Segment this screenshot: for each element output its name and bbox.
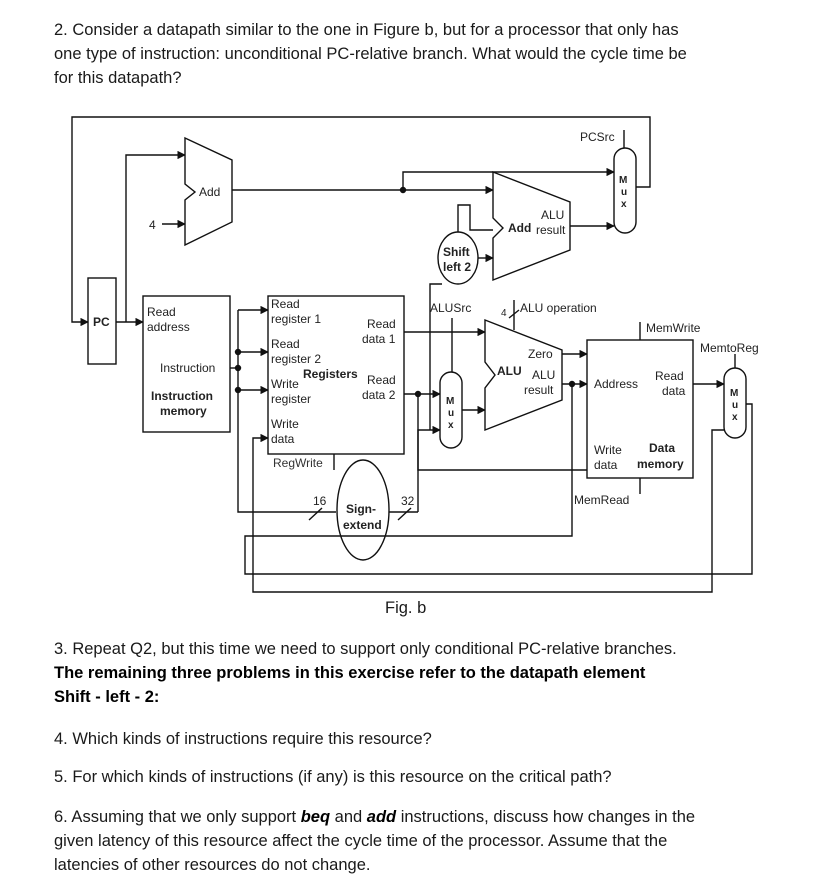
label-alu-op-4: 4 — [501, 308, 507, 319]
question-3-line: The remaining three problems in this exe… — [54, 664, 646, 682]
pc-mux — [613, 147, 637, 234]
label-thirtytwo: 32 — [401, 494, 415, 508]
question-6-text: instructions, discuss how changes in the — [396, 808, 696, 826]
label-zero: Zero — [528, 347, 553, 361]
label-read-address: Read — [147, 305, 176, 319]
label-read-register-2: register 2 — [271, 352, 321, 366]
question-6-beq: beq — [300, 808, 331, 826]
label-registers: Registers — [303, 367, 358, 381]
question-3: 3. Repeat Q2, but this time we need to s… — [54, 637, 677, 709]
label-memtoreg: MemtoReg — [700, 341, 759, 355]
label-alu: ALU — [497, 364, 522, 378]
label-read-data-mem: data — [662, 384, 686, 398]
label-four: 4 — [149, 218, 156, 232]
sign-extend — [336, 459, 390, 561]
instruction-memory — [142, 295, 231, 433]
label-write-data-mem: data — [594, 458, 618, 472]
label-alu-result: result — [524, 383, 554, 397]
label-alu-result: ALU — [532, 368, 555, 382]
memtoreg-mux-letter: x — [732, 412, 738, 423]
pc-feedback-wire — [71, 116, 651, 327]
question-2-line: for this datapath? — [54, 69, 182, 87]
figure-caption: Fig. b — [385, 599, 427, 617]
label-write-data: data — [271, 432, 295, 446]
label-read-data-mem: Read — [655, 369, 684, 383]
label-pc: PC — [93, 315, 110, 329]
question-3-line: 3. Repeat Q2, but this time we need to s… — [54, 640, 677, 658]
label-add-top: Add — [199, 185, 220, 199]
label-sign-extend: Sign- — [346, 502, 376, 516]
question-4: 4. Which kinds of instructions require t… — [54, 730, 432, 748]
label-alu-result-top: ALU — [541, 208, 564, 222]
question-6-line: 6. Assuming that we only support beq and… — [54, 805, 695, 829]
label-read-register-2: Read — [271, 337, 300, 351]
label-write-data: Write — [271, 417, 299, 431]
label-read-register-1: register 1 — [271, 312, 321, 326]
question-2-line: one type of instruction: unconditional P… — [54, 45, 687, 63]
register-file — [267, 295, 405, 455]
label-regwrite: RegWrite — [273, 456, 323, 470]
question-2-line: 2. Consider a datapath similar to the on… — [54, 21, 679, 39]
question-6-line: latencies of other resources do not chan… — [54, 856, 371, 874]
label-read-data-2: data 2 — [362, 388, 396, 402]
label-write-data-mem: Write — [594, 443, 622, 457]
alusrc-mux-letter: x — [448, 420, 454, 431]
label-read-data-1: Read — [367, 317, 396, 331]
label-pcsrc: PCSrc — [580, 130, 615, 144]
pc-register — [87, 277, 117, 365]
label-shift-left: Shift — [443, 245, 470, 259]
question-6: 6. Assuming that we only support beq and… — [54, 805, 695, 877]
label-address: Address — [594, 377, 638, 391]
pc-mux-letter: M — [619, 175, 627, 186]
question-5: 5. For which kinds of instructions (if a… — [54, 768, 612, 786]
label-data-memory: Data — [649, 441, 675, 455]
label-alu-result-top: result — [536, 223, 566, 237]
question-6-text: 6. Assuming that we only support — [54, 808, 301, 826]
question-2: 2. Consider a datapath similar to the on… — [54, 18, 687, 90]
label-shift-left: left 2 — [443, 260, 471, 274]
label-read-data-2: Read — [367, 373, 396, 387]
label-data-memory: memory — [637, 457, 684, 471]
label-read-register-1: Read — [271, 297, 300, 311]
label-alu-operation: ALU operation — [520, 301, 597, 315]
question-6-line: given latency of this resource affect th… — [54, 832, 668, 850]
memtoreg-mux-letter: u — [732, 400, 738, 411]
memtoreg-mux-letter: M — [730, 388, 738, 399]
label-read-data-1: data 1 — [362, 332, 396, 346]
question-6-text: and — [330, 808, 367, 826]
data-memory — [586, 339, 694, 479]
label-write-register: register — [271, 392, 311, 406]
label-alusrc: ALUSrc — [430, 301, 471, 315]
alusrc-mux-letter: u — [448, 408, 454, 419]
label-sign-extend: extend — [343, 518, 382, 532]
question-6-add: add — [366, 808, 397, 826]
label-read-address: address — [147, 320, 190, 334]
datapath-diagram: PCSrc Add 4 Add ALU result Shift left 2 … — [71, 116, 759, 593]
label-instruction-memory: Instruction — [151, 389, 213, 403]
label-memwrite: MemWrite — [646, 321, 701, 335]
label-instruction-memory: memory — [160, 404, 207, 418]
pc-mux-letter: u — [621, 187, 627, 198]
label-add-branch: Add — [508, 221, 531, 235]
label-instruction: Instruction — [160, 361, 215, 375]
question-3-line: Shift - left - 2: — [54, 688, 160, 706]
label-sixteen: 16 — [313, 494, 327, 508]
pc-mux-letter: x — [621, 199, 627, 210]
label-memread: MemRead — [574, 493, 629, 507]
label-write-register: Write — [271, 377, 299, 391]
main-alu — [484, 318, 563, 432]
alusrc-mux-letter: M — [446, 396, 454, 407]
pc-adder — [184, 136, 233, 247]
